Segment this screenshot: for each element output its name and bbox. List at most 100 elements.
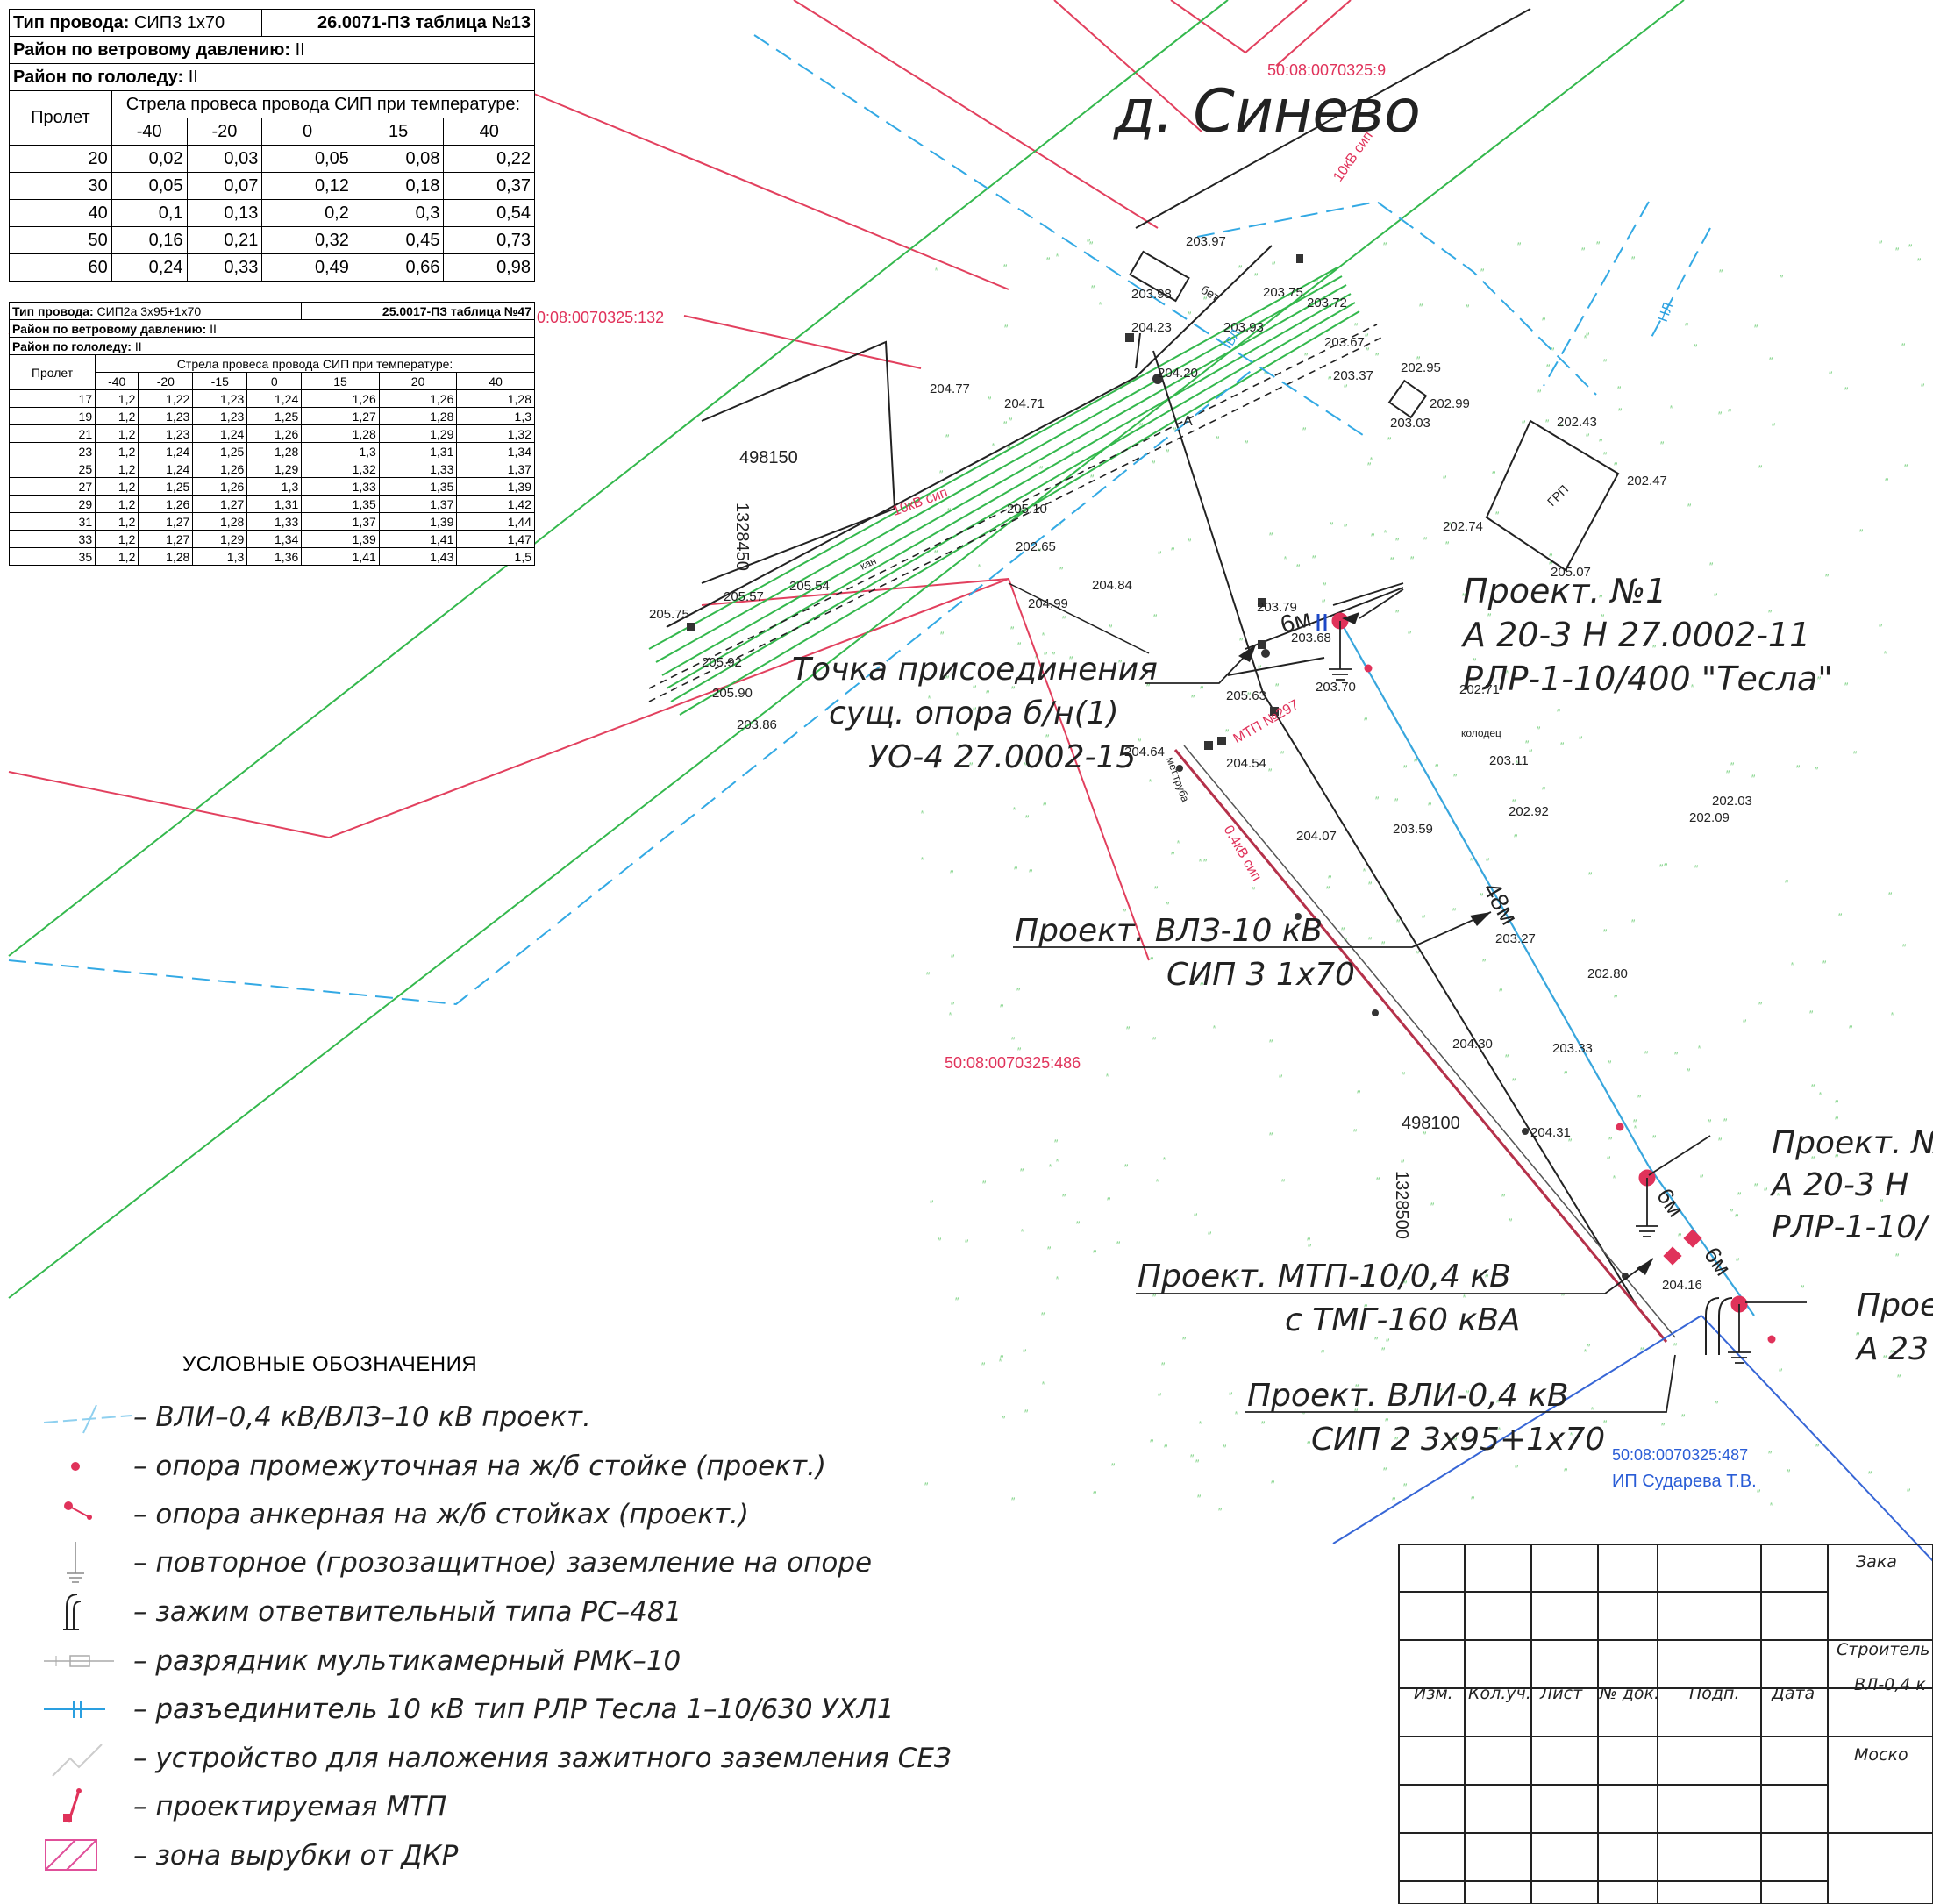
table-cell: 0,05 <box>261 145 353 173</box>
grass-mark: ″ <box>1011 1035 1016 1047</box>
grass-mark: ″ <box>1844 385 1849 397</box>
grid-label: 1328500 <box>1392 1171 1411 1239</box>
grass-mark: ″ <box>1435 762 1439 774</box>
grass-mark: ″ <box>1152 1292 1157 1304</box>
grass-mark: ″ <box>1715 1399 1719 1411</box>
grass-mark: ″ <box>1737 1190 1742 1202</box>
table-cell: 1,26 <box>378 389 458 408</box>
grass-mark: ″ <box>1603 1418 1608 1430</box>
grass-mark: ″ <box>1024 760 1028 773</box>
grass-mark: ″ <box>1402 1070 1406 1082</box>
legend-text-7: – разъединитель 10 кВ тип РЛР Тесла 1–10… <box>133 1694 895 1725</box>
grass-mark: ″ <box>1428 801 1432 813</box>
grass-mark: ″ <box>1901 341 1906 353</box>
grass-mark: ″ <box>1275 681 1280 694</box>
grass-mark: ″ <box>1728 407 1732 419</box>
elevation-label: 203.97 <box>1186 234 1226 249</box>
grass-mark: ″ <box>1868 1469 1872 1481</box>
table-cell: 23 <box>8 442 96 460</box>
legend-item-disconnector: – разъединитель 10 кВ тип РЛР Тесла 1–10… <box>35 1687 912 1730</box>
grass-mark: ″ <box>1885 476 1889 488</box>
table-cell: 0,16 <box>111 226 188 254</box>
grass-mark: ″ <box>1617 384 1622 396</box>
grass-mark: ″ <box>1829 369 1833 382</box>
table-cell: 1,23 <box>192 389 248 408</box>
grass-mark: ″ <box>1392 1495 1396 1508</box>
grass-mark: ″ <box>1515 1463 1519 1475</box>
grass-mark: ″ <box>1000 1002 1004 1015</box>
grass-mark: ″ <box>1452 906 1457 918</box>
grass-mark: ″ <box>1570 1430 1574 1443</box>
grass-mark: ″ <box>1895 246 1900 258</box>
table-cell: 0,98 <box>443 253 535 282</box>
grass-mark: ″ <box>992 441 996 453</box>
elevation-label: 202.47 <box>1627 474 1667 488</box>
t1-wind-label: Район по ветровому давлению: <box>13 39 291 60</box>
grass-mark: ″ <box>1890 1348 1894 1360</box>
grass-mark: ″ <box>1203 857 1208 869</box>
grass-mark: ″ <box>1394 1435 1399 1447</box>
t2-sag-header: Стрела провеса провода СИП при температу… <box>95 354 535 373</box>
grass-mark: ″ <box>1423 535 1428 547</box>
grass-mark: ″ <box>1685 321 1689 333</box>
table-cell: 1,39 <box>456 477 535 496</box>
grass-mark: ″ <box>1496 1398 1501 1410</box>
grass-mark: ″ <box>1296 562 1301 574</box>
grass-mark: ″ <box>1364 1302 1368 1315</box>
grass-mark: ″ <box>1107 1195 1111 1208</box>
grass-mark: ″ <box>1328 374 1332 387</box>
grass-mark: ″ <box>1090 473 1095 485</box>
table-cell: 20 <box>9 145 112 173</box>
grass-mark: ″ <box>1587 1342 1591 1354</box>
stamp-h-list: Лист <box>1540 1684 1583 1703</box>
grass-mark: ″ <box>1225 727 1230 739</box>
grass-mark: ″ <box>1687 1066 1691 1079</box>
table-cell: 17 <box>8 389 96 408</box>
cyan-line-icon <box>44 1404 132 1434</box>
legend-item-intermediate-pole: – опора промежуточная на ж/б стойке (про… <box>35 1444 912 1487</box>
table-cell: 1,2 <box>95 389 139 408</box>
grass-mark: ″ <box>1045 732 1050 745</box>
grass-mark: ″ <box>1020 1166 1024 1179</box>
grass-mark: ″ <box>1529 747 1533 759</box>
cadastral-label: 50:08:0070325:487 <box>1612 1446 1748 1464</box>
stamp-h-izm: Изм. <box>1414 1684 1453 1703</box>
grass-mark: ″ <box>1698 1044 1702 1056</box>
grass-mark: ″ <box>1152 1035 1157 1047</box>
grass-mark: ″ <box>1269 1130 1273 1143</box>
grass-mark: ″ <box>1191 693 1195 705</box>
grass-mark: ″ <box>969 760 974 773</box>
table-cell: 1,23 <box>138 424 194 443</box>
grass-mark: ″ <box>1058 521 1062 533</box>
table-cell: 0,03 <box>186 145 263 173</box>
grass-mark: ″ <box>1754 323 1758 335</box>
grass-mark: ″ <box>1522 418 1526 431</box>
grass-mark: ″ <box>1396 917 1401 930</box>
grass-mark: ″ <box>1835 1152 1839 1165</box>
grass-mark: ″ <box>1330 520 1334 532</box>
table-cell: 0,32 <box>261 226 353 254</box>
callout-proj1: А 20-3 Н 27.0002-11 <box>1460 616 1810 654</box>
grass-mark: ″ <box>1304 351 1309 363</box>
grass-mark: ″ <box>1835 1115 1839 1127</box>
callout-vli: СИП 2 3х95+1х70 <box>1311 1422 1605 1458</box>
legend-item-clearing-zone: – зона вырубки от ДКР <box>35 1833 912 1877</box>
grass-mark: ″ <box>1819 1090 1823 1102</box>
grass-mark: ″ <box>1815 1442 1820 1454</box>
grass-mark: ″ <box>1480 267 1485 279</box>
grass-mark: ″ <box>1796 763 1801 775</box>
grass-mark: ″ <box>934 548 938 560</box>
grass-mark: ″ <box>1042 631 1046 643</box>
temp-header: 20 <box>378 372 458 390</box>
table-cell: 0,18 <box>352 172 445 200</box>
grass-mark: ″ <box>1043 801 1047 813</box>
table-cell: 1,24 <box>192 424 248 443</box>
cadastral-label: 50:08:0070325:486 <box>945 1054 1081 1072</box>
grass-mark: ″ <box>1004 323 1009 335</box>
table-cell: 40 <box>9 199 112 227</box>
grass-mark: ″ <box>1166 447 1170 460</box>
grass-mark: ″ <box>1438 1387 1443 1399</box>
grass-mark: ″ <box>1381 939 1386 952</box>
